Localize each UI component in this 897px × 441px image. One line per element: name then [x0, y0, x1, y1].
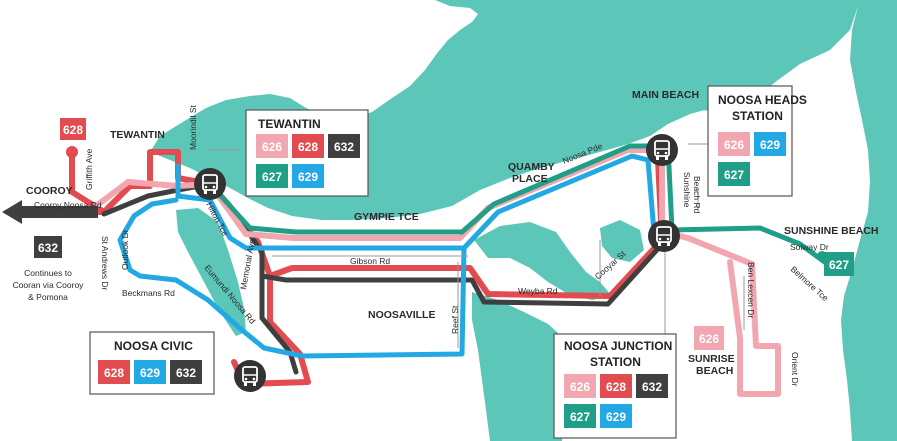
street-solway-dr: Solway Dr [790, 242, 829, 252]
street-gibson-rd: Gibson Rd [350, 256, 390, 266]
svg-text:629: 629 [140, 366, 160, 380]
svg-text:626: 626 [724, 138, 744, 152]
place-tewantin: TEWANTIN [110, 129, 165, 141]
street-ben-lexcen-dr: Ben Lexcen Dr [746, 262, 756, 318]
place-gympie-tce: GYMPIE TCE [354, 211, 419, 223]
place-noosaville: NOOSAVILLE [368, 309, 435, 321]
chip-629[interactable]: 629 [600, 404, 632, 428]
svg-text:632: 632 [38, 241, 58, 255]
bus-stations [194, 134, 680, 392]
place-labels: TEWANTIN COOROY MAIN BEACH QUAMBY PLACE … [26, 89, 879, 377]
terminal-chip-632-cooroy[interactable]: 632 [34, 236, 62, 258]
svg-text:626: 626 [262, 140, 282, 154]
station-title-noosa-heads-1: NOOSA HEADS [718, 93, 807, 107]
svg-text:626: 626 [570, 380, 590, 394]
inlet-noosaville [474, 222, 612, 300]
chip-628[interactable]: 628 [600, 374, 632, 398]
bus-station-tewantin[interactable] [194, 168, 226, 200]
street-st-andrews-dr: St Andrews Dr [100, 236, 110, 290]
chip-632[interactable]: 632 [636, 374, 668, 398]
river-island-north [230, 30, 270, 94]
cooran-note: Continues to Cooran via Cooroy & Pomona [13, 268, 85, 302]
street-weyba-rd: Weyba Rd [518, 286, 558, 296]
svg-text:629: 629 [760, 138, 780, 152]
note-line-1: Continues to [24, 268, 72, 278]
street-moorindil-st: Moorindil St [188, 104, 198, 150]
route-629-line [117, 153, 657, 359]
lake-weyba-arm [472, 292, 574, 441]
place-cooroy: COOROY [26, 185, 73, 197]
place-main-beach: MAIN BEACH [632, 89, 699, 101]
note-line-2: Cooran via Cooroy [13, 280, 85, 290]
place-sunrise-1: SUNRISE [688, 353, 735, 365]
street-reef-st: Reef St [450, 305, 460, 334]
cooroy-arrow-icon [2, 200, 98, 224]
svg-text:632: 632 [176, 366, 196, 380]
chip-632[interactable]: 632 [328, 134, 360, 158]
street-cooroy-noosa-rd: Cooroy Noosa Rd [34, 200, 102, 210]
svg-text:629: 629 [606, 410, 626, 424]
terminal-628-dot [66, 146, 78, 158]
station-box-noosa-civic: NOOSA CIVIC 628 629 632 [89, 331, 215, 395]
street-sunshine-beach-rd-2: Beach Rd [692, 176, 702, 214]
inlet-junction [600, 220, 644, 262]
street-griffith-ave: Griffith Ave [84, 148, 94, 190]
svg-text:628: 628 [298, 140, 318, 154]
chip-628[interactable]: 628 [98, 360, 130, 384]
svg-text:627: 627 [570, 410, 590, 424]
place-sunrise-2: BEACH [696, 365, 733, 377]
station-title-noosa-civic: NOOSA CIVIC [114, 339, 193, 353]
street-sunshine-beach-rd-1: Sunshine [682, 172, 692, 208]
station-title-noosa-heads-2: STATION [732, 109, 783, 123]
chip-627[interactable]: 627 [718, 162, 750, 186]
street-orient-dr: Orient Dr [790, 352, 800, 387]
svg-text:628: 628 [606, 380, 626, 394]
terminal-chip-628-tewantin[interactable]: 628 [60, 118, 86, 140]
ocean-east [841, 6, 897, 441]
chip-626[interactable]: 626 [256, 134, 288, 158]
svg-text:632: 632 [334, 140, 354, 154]
place-sunshine-beach: SUNSHINE BEACH [784, 225, 879, 237]
chip-627[interactable]: 627 [256, 164, 288, 188]
chip-629[interactable]: 629 [292, 164, 324, 188]
place-quamby-2: PLACE [512, 173, 548, 185]
station-box-noosa-junction: NOOSA JUNCTION STATION 626 628 632 627 6… [553, 333, 677, 439]
svg-text:626: 626 [699, 332, 719, 346]
bus-station-noosa-junction[interactable] [648, 220, 680, 252]
west-creek [176, 208, 246, 336]
street-lines [210, 143, 745, 348]
bus-station-noosa-civic[interactable] [234, 360, 266, 392]
station-title-noosa-junction-1: NOOSA JUNCTION [564, 339, 672, 353]
chip-628[interactable]: 628 [292, 134, 324, 158]
station-title-tewantin: TEWANTIN [258, 117, 321, 131]
terminal-chip-627-sunshine[interactable]: 627 [824, 252, 854, 276]
svg-text:627: 627 [262, 170, 282, 184]
chip-629[interactable]: 629 [754, 132, 786, 156]
chip-626[interactable]: 626 [564, 374, 596, 398]
terminal-chip-626-sunrise[interactable]: 626 [694, 326, 724, 350]
street-outlook-dr: Outlook Dr [120, 229, 130, 270]
svg-text:627: 627 [724, 168, 744, 182]
svg-text:632: 632 [642, 380, 662, 394]
place-quamby-1: QUAMBY [508, 161, 555, 173]
street-beckmans-rd: Beckmans Rd [122, 288, 175, 298]
station-box-noosa-heads: NOOSA HEADS STATION 626 629 627 [707, 85, 807, 197]
route-632-line [101, 181, 667, 375]
chip-626[interactable]: 626 [718, 132, 750, 156]
station-title-noosa-junction-2: STATION [590, 355, 641, 369]
svg-text:628: 628 [63, 123, 83, 137]
chip-632[interactable]: 632 [170, 360, 202, 384]
svg-text:627: 627 [829, 258, 849, 272]
bus-station-noosa-heads[interactable] [646, 134, 678, 166]
svg-text:629: 629 [298, 170, 318, 184]
note-line-3: & Pomona [28, 292, 68, 302]
chip-629[interactable]: 629 [134, 360, 166, 384]
chip-627[interactable]: 627 [564, 404, 596, 428]
station-box-tewantin: TEWANTIN 626 628 632 627 629 [245, 109, 369, 197]
svg-text:628: 628 [104, 366, 124, 380]
